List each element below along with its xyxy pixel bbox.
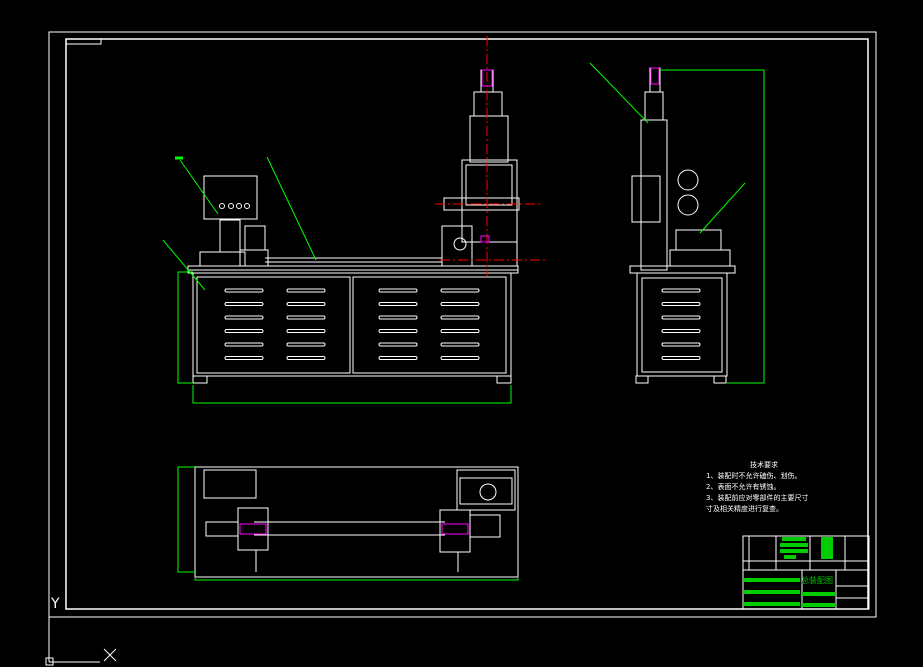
- highlight-part: [650, 67, 660, 85]
- vent-slot: [661, 302, 701, 306]
- outer-frame: [48, 31, 877, 618]
- top-view: [194, 466, 519, 578]
- corner-mark: [66, 39, 102, 45]
- inner-frame: [65, 38, 869, 610]
- drawing-title: 总装配图: [801, 576, 833, 585]
- vent-slot: [661, 329, 701, 333]
- vent-slot: [440, 315, 480, 320]
- vent-slot: [378, 288, 418, 293]
- vent-slot: [378, 342, 418, 347]
- vent-slot: [286, 342, 326, 347]
- top-leaders: [177, 466, 519, 581]
- title-block-fills: [744, 537, 836, 607]
- vent-slot: [378, 302, 418, 306]
- vent-slot: [224, 356, 264, 360]
- vent-slot: [286, 329, 326, 333]
- vent-slot: [661, 288, 701, 293]
- vent-slot: [661, 315, 701, 320]
- requirement-item: 1、装配时不允许磕伤、划伤。: [706, 472, 802, 480]
- requirement-item: 寸及相关精度进行复查。: [706, 505, 783, 513]
- ucs-icon: [45, 617, 117, 666]
- vent-slot: [440, 342, 480, 347]
- vent-slot: [286, 288, 326, 293]
- front-leaders: [162, 156, 512, 404]
- vent-slot: [224, 342, 264, 347]
- side-leaders: [589, 62, 765, 384]
- vent-slot: [440, 302, 480, 306]
- highlight-part: [441, 523, 469, 535]
- front-view: [187, 69, 520, 384]
- highlight-part: [239, 523, 267, 535]
- vent-slot: [661, 356, 701, 360]
- technical-requirements: 技术要求 1、装配时不允许磕伤、划伤。 2、表面不允许有锈蚀。 3、装配前应对零…: [706, 460, 808, 515]
- vent-slot: [286, 302, 326, 306]
- vent-slot: [378, 329, 418, 333]
- requirement-item: 3、装配前应对零部件的主要尺寸: [706, 494, 809, 502]
- vent-slot: [286, 356, 326, 360]
- vent-slot: [224, 302, 264, 306]
- title-block: [742, 535, 870, 610]
- vent-slot: [378, 356, 418, 360]
- requirements-heading: 技术要求: [750, 461, 778, 469]
- highlight-part: [480, 235, 490, 243]
- vent-slot: [661, 342, 701, 347]
- vent-slot: [224, 329, 264, 333]
- vent-slot: [224, 315, 264, 320]
- side-view: [629, 67, 736, 384]
- requirement-item: 2、表面不允许有锈蚀。: [706, 483, 781, 491]
- vent-slot: [440, 356, 480, 360]
- vent-slot: [378, 315, 418, 320]
- highlight-part: [481, 69, 493, 87]
- vent-slot: [440, 288, 480, 293]
- ucs-y-label: Y: [50, 596, 60, 612]
- vent-slot: [224, 288, 264, 293]
- vent-slot: [440, 329, 480, 333]
- vent-slot: [286, 315, 326, 320]
